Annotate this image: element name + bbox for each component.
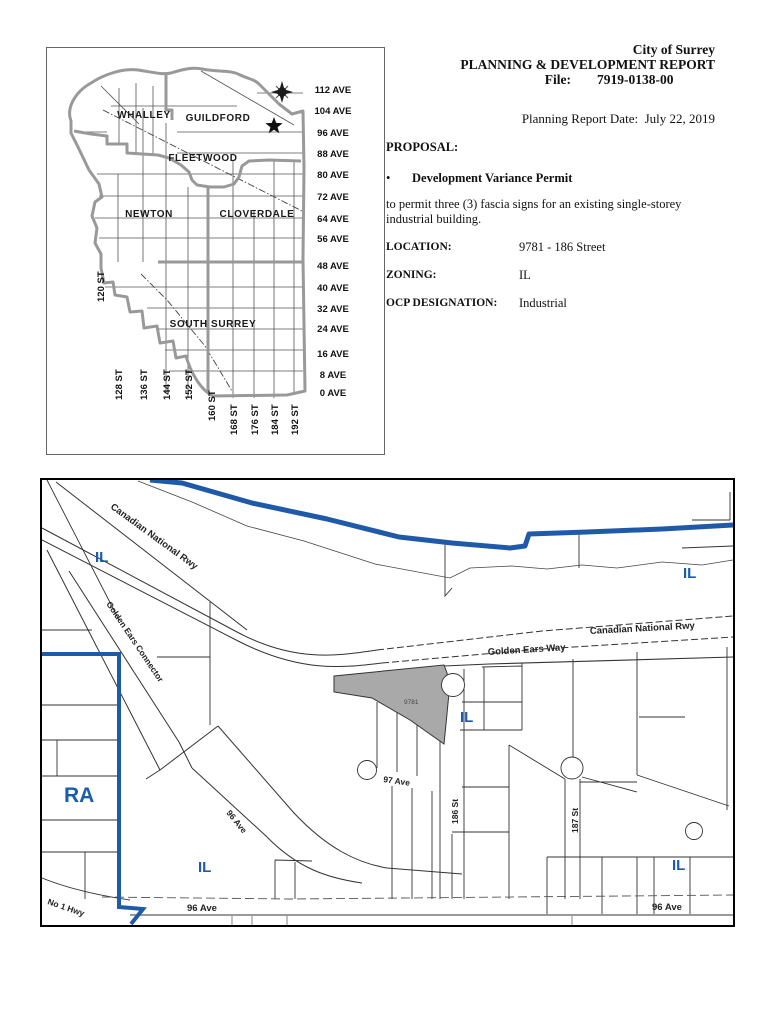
ave-label-112: 112 AVE [315,85,351,96]
st-label-120: 120 ST [96,271,107,302]
ocp-label: OCP DESIGNATION: [386,297,498,309]
golden-ears-way-label: Golden Ears Way [488,642,567,658]
st-label-176: 176 ST [250,404,261,435]
no1-hwy-label: No 1 Hwy [46,896,86,918]
ave-label-104: 104 AVE [315,106,352,117]
field-row-location: LOCATION: 9781 - 186 Street [386,240,721,255]
cn-railway-label-diagonal: Canadian National Rwy [108,502,200,573]
ave-label-32: 32 AVE [317,304,349,315]
location-value: 9781 - 186 Street [519,240,606,254]
ave97-label: 97 Ave [383,774,411,788]
org-name: City of Surrey [632,42,715,57]
ave-label-24: 24 AVE [317,324,349,335]
report-date-label: Planning Report Date: [521,111,639,126]
location-label: LOCATION: [386,241,452,253]
permit-type: Development Variance Permit [412,171,573,185]
compass-rose-icon [271,81,293,103]
ave-label-56: 56 AVE [317,234,349,245]
proposal-description: to permit three (3) fascia signs for an … [386,197,682,226]
field-row-zoning: ZONING: IL [386,268,721,283]
st-label-152: 152 ST [184,369,195,400]
proposal-section: PROPOSAL: • Development Variance Permit … [386,140,721,311]
report-header: City of Surrey PLANNING & DEVELOPMENT RE… [385,42,715,126]
site-map-canvas: Canadian National Rwy Canadian National … [42,480,733,925]
st-label-144: 144 ST [162,369,173,400]
ave-label-40: 40 AVE [317,283,349,294]
ave-label-88: 88 AVE [317,149,349,160]
ave-label-96: 96 AVE [317,128,349,139]
region-label-fleetwood: FLEETWOOD [168,153,237,164]
city-boundary [68,66,307,398]
st-label-128: 128 ST [114,369,125,400]
st-label-168: 168 ST [229,404,240,435]
fraser-river-line [149,480,733,551]
ave96-left-label: 96 Ave [187,903,217,914]
ave-label-8: 8 AVE [320,370,346,381]
ave-label-64: 64 AVE [317,214,349,225]
cn-railway-label-horizontal: Canadian National Rwy [590,620,696,637]
site-zoning-map: Canadian National Rwy Canadian National … [40,478,735,927]
shoreline [137,480,733,579]
zone-il-sw: IL [198,859,211,876]
zone-il-ne: IL [683,565,696,582]
file-number: 7919-0138-00 [597,72,674,87]
street-186-label: 186 St [450,799,460,824]
zone-il-nw: IL [95,549,108,566]
ave96-diagonal-label: 96 Ave [224,808,249,835]
ave-label-48: 48 AVE [317,261,349,272]
subject-parcel [333,664,450,745]
street-187-label: 187 St [570,808,580,833]
zone-ra: RA [64,784,94,807]
st-label-160: 160 ST [207,390,218,421]
report-date-row: Planning Report Date: July 22, 2019 [385,111,715,126]
community-boundaries [73,73,303,393]
ave-label-16: 16 AVE [317,349,349,360]
file-label: File: [544,72,571,87]
st-label-192: 192 ST [290,404,301,435]
report-title: PLANNING & DEVELOPMENT REPORT [460,57,715,72]
region-label-south-surrey: SOUTH SURREY [170,319,257,330]
overview-map-canvas: WHALLEY GUILDFORD FLEETWOOD NEWTON CLOVE… [68,66,352,435]
ave-label-0: 0 AVE [320,388,346,399]
zone-il-se: IL [672,857,685,874]
region-label-whalley: WHALLEY [117,110,171,121]
st-label-184: 184 ST [270,404,281,435]
road-grid [77,70,303,398]
proposal-bullet-item: • Development Variance Permit [386,171,721,186]
ave96-road-band [101,894,733,925]
ave-label-80: 80 AVE [317,170,349,181]
site-location-star-icon [265,117,283,134]
field-row-ocp: OCP DESIGNATION: Industrial [386,296,721,311]
report-date-value: July 22, 2019 [644,111,715,126]
region-label-guildford: GUILDFORD [186,113,251,124]
ocp-value: Industrial [519,296,567,310]
railway-lines [102,109,305,392]
proposal-heading: PROPOSAL: [386,140,459,154]
parcel-lines [42,480,733,915]
zone-il-center: IL [460,709,473,726]
st-label-136: 136 ST [139,369,150,400]
zoning-value: IL [519,268,531,282]
culdesac-circles [357,673,703,840]
golden-ears-connector-label: Golden Ears Connector [104,600,166,685]
parcel-number-label: 9781 [404,699,419,706]
zoning-boundary-blue [42,652,147,925]
bullet-icon: • [386,171,391,185]
ave-label-72: 72 AVE [317,192,349,203]
ave96-right-label: 96 Ave [652,902,682,913]
region-label-cloverdale: CLOVERDALE [220,209,295,220]
file-row: File: 7919-0138-00 [385,72,715,87]
zoning-label: ZONING: [386,269,437,281]
region-label-newton: NEWTON [125,209,173,220]
city-overview-map: WHALLEY GUILDFORD FLEETWOOD NEWTON CLOVE… [46,47,385,455]
